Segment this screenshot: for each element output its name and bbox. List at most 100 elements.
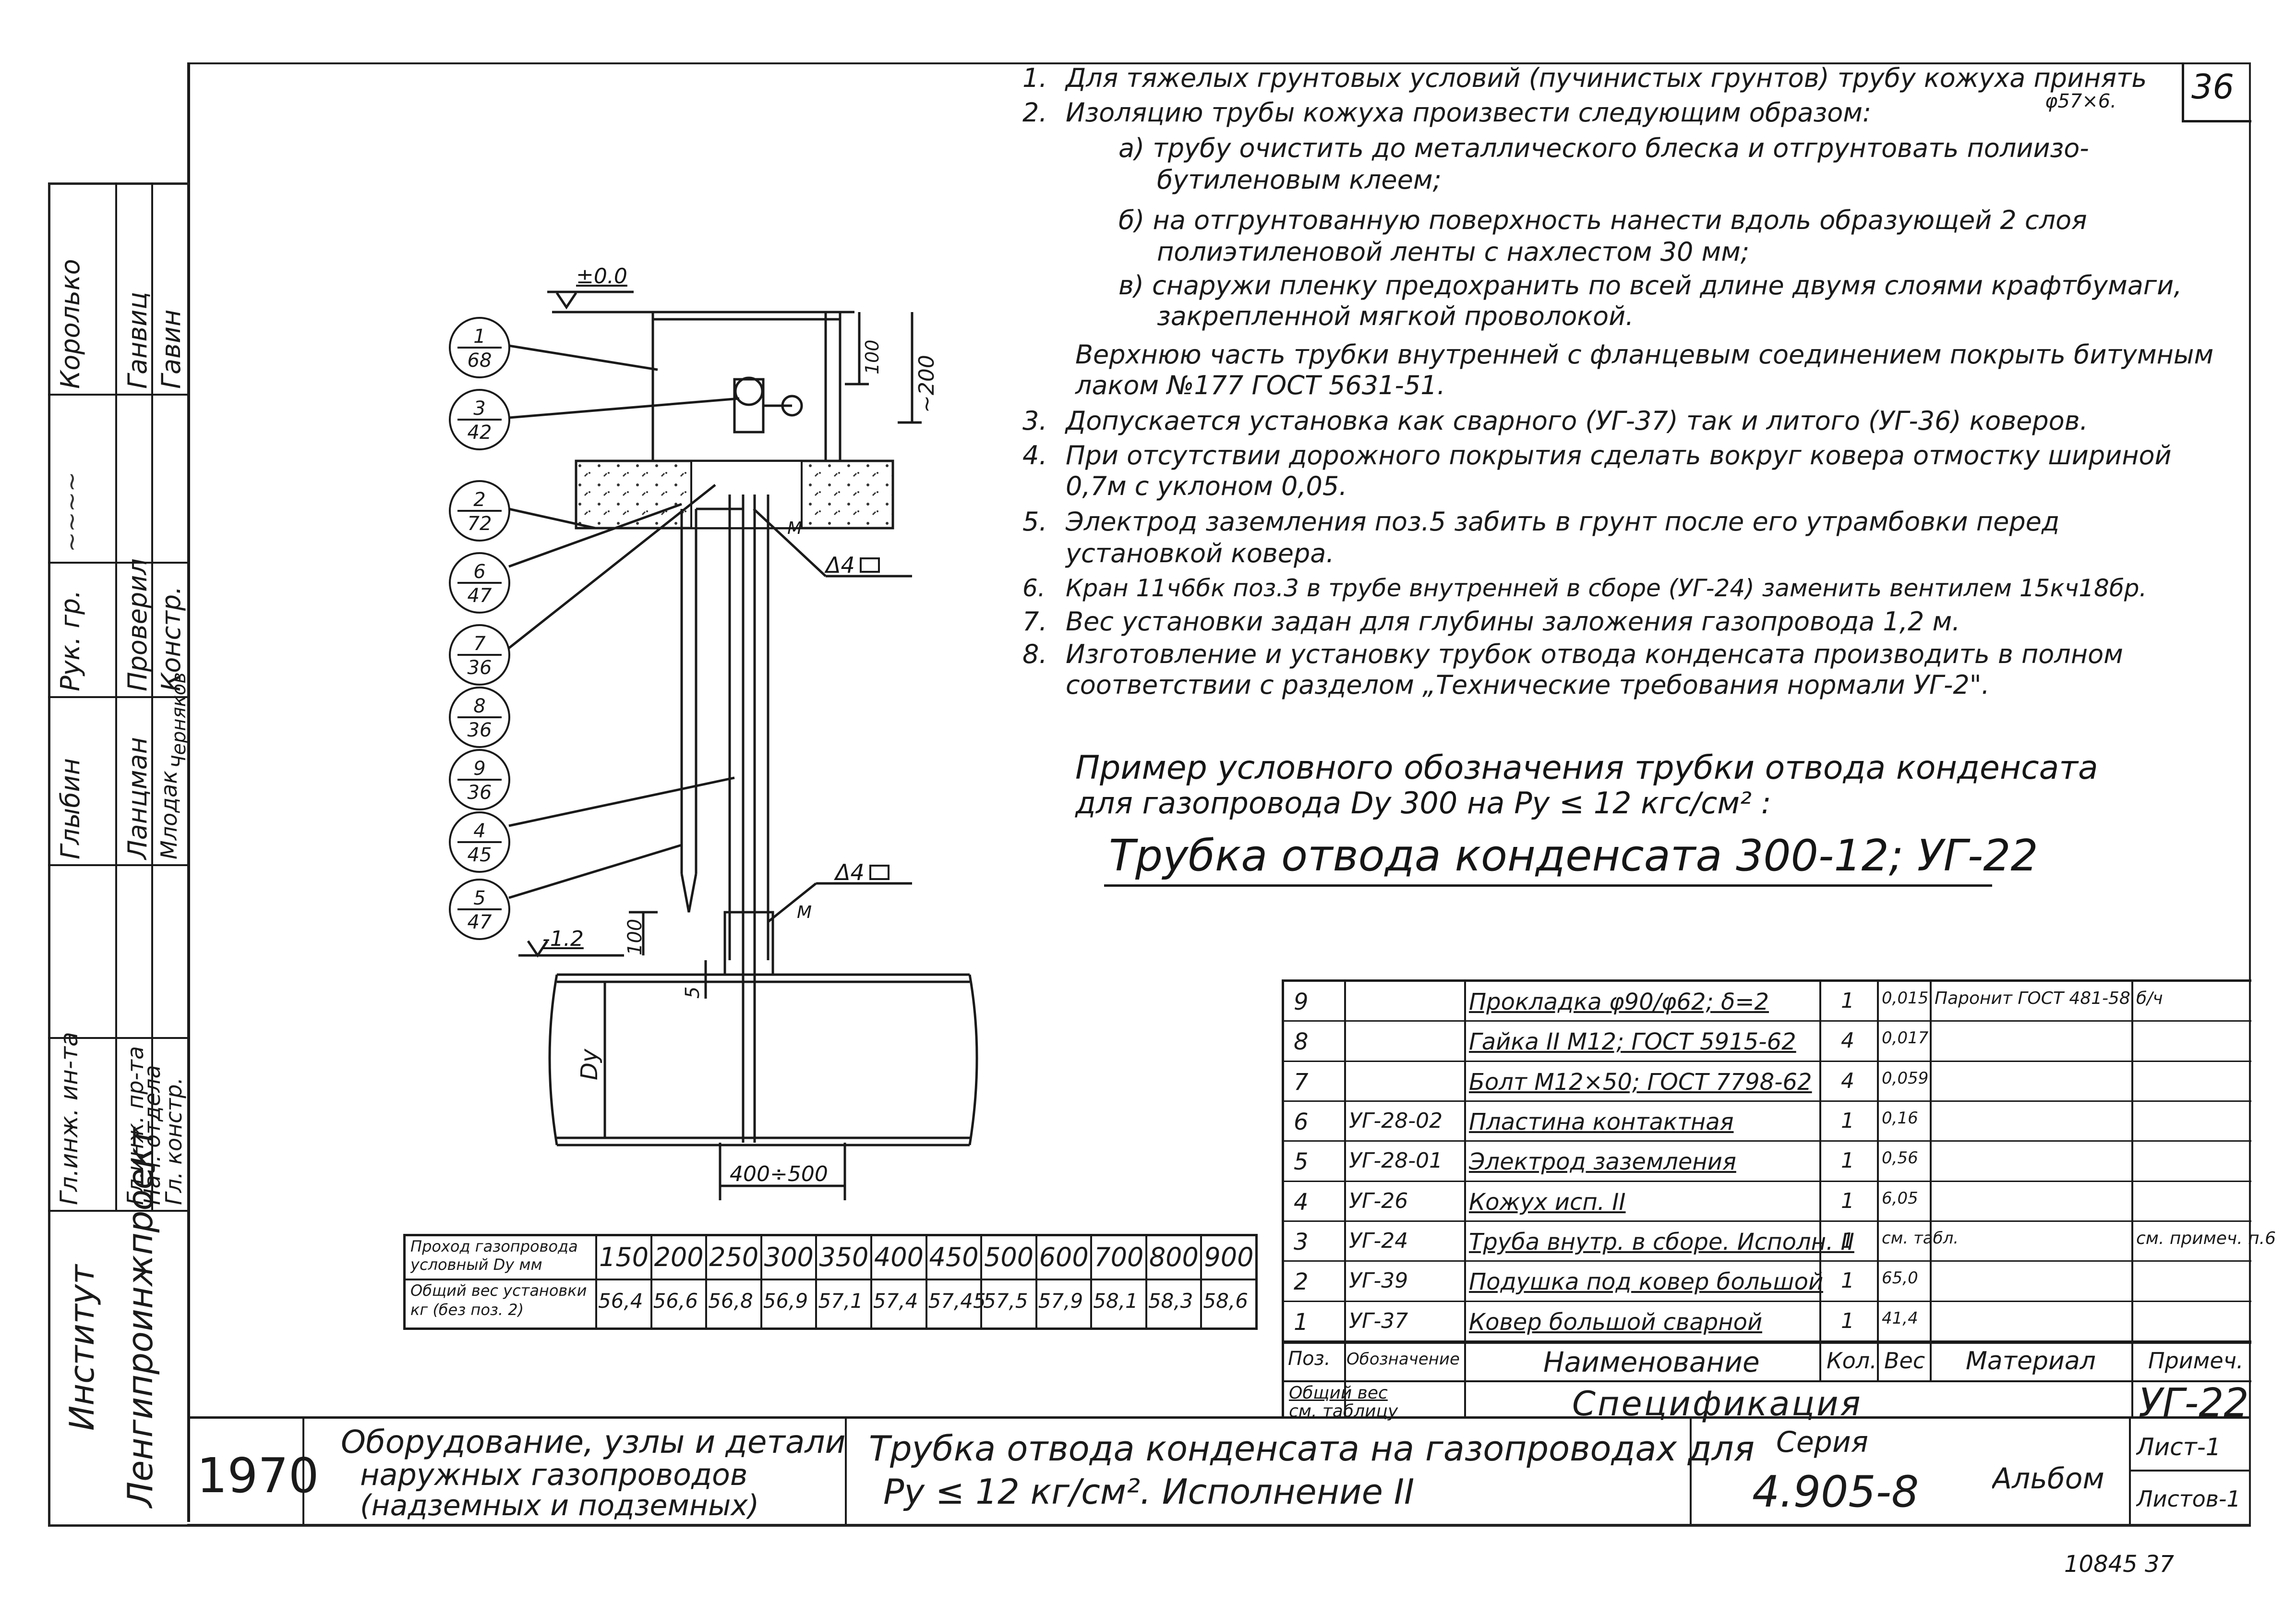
- note-6: 6.Кран 11ч6бк поз.3 в трубе внутренней в…: [1022, 574, 2147, 602]
- tb-sheet: Лист-1: [2136, 1433, 2221, 1461]
- weight-table-col-line: [925, 1236, 927, 1327]
- spec-cell-note: б/ч: [2136, 989, 2163, 1008]
- spec-header-top: [1284, 1342, 2251, 1344]
- archive-stamp: 10845 37: [2064, 1551, 2175, 1578]
- dim-100-bottom: 100: [624, 918, 646, 955]
- spec-cell-pos: 2: [1294, 1268, 1309, 1296]
- spec-cell-weight: 65,0: [1882, 1268, 1918, 1288]
- weight-table-col-line: [595, 1236, 597, 1327]
- spec-total-weight-a: Общий вес: [1289, 1383, 1388, 1403]
- spec-row-line: [1284, 1180, 2251, 1182]
- spec-cell-pos: 9: [1294, 989, 1309, 1015]
- spec-cell-pos: 5: [1294, 1148, 1309, 1176]
- spec-row-line: [1284, 1060, 2251, 1062]
- spec-cell-pos: 7: [1294, 1068, 1309, 1096]
- weight-table-row2-label-b: кг (без поз. 2): [410, 1301, 524, 1319]
- side-row-line-4: [48, 864, 187, 866]
- weight-table-weight: 56,6: [653, 1289, 698, 1313]
- note-2d: Верхнюю часть трубки внутренней с фланце…: [1075, 339, 2214, 370]
- spec-cell-code: УГ-24: [1349, 1229, 1408, 1253]
- weight-table-col-line: [815, 1236, 817, 1327]
- weight-table-col-line: [1035, 1236, 1037, 1327]
- tb-col-4: [2129, 1419, 2131, 1524]
- weight-table-row1-label-b: условный Dу мм: [410, 1255, 542, 1274]
- weight-table-col-line: [980, 1236, 983, 1327]
- spec-cell-weight: 0,16: [1882, 1109, 1918, 1128]
- spec-cell-qty: 1: [1841, 989, 1854, 1013]
- weight-table-col-line: [870, 1236, 872, 1327]
- spec-header-weight: Вес: [1884, 1348, 1925, 1374]
- spec-cell-pos: 1: [1294, 1308, 1309, 1336]
- weight-table-row2-label-a: Общий вес установки: [410, 1281, 587, 1300]
- spec-row-line: [1284, 1260, 2251, 1262]
- weight-table-mid: [406, 1279, 1255, 1280]
- dim-100-top: 100: [862, 339, 883, 374]
- tb-subject-3: (надземных и подземных): [360, 1489, 759, 1522]
- spec-row-line: [1284, 1220, 2251, 1222]
- note-1-extra: φ57×6.: [2045, 90, 2116, 112]
- tb-title-1: Трубка отвода конденсата на газопроводах…: [869, 1428, 1755, 1469]
- weight-table-weight: 56,4: [598, 1289, 643, 1313]
- tb-year: 1970: [197, 1448, 319, 1504]
- weight-table-col-line: [1200, 1236, 1202, 1327]
- level-top-label: ±0.0: [576, 264, 627, 289]
- note-2d-cont: лаком №177 ГОСТ 5631-51.: [1075, 370, 1445, 400]
- weld-label-1: Δ4: [826, 552, 880, 578]
- spec-header-material: Материал: [1966, 1347, 2096, 1376]
- weight-table-diameter: 350: [819, 1242, 869, 1272]
- weight-table-weight: 57,1: [818, 1289, 863, 1313]
- spec-row-line: [1284, 1100, 2251, 1102]
- tb-album: Альбом: [1992, 1462, 2104, 1496]
- spec-cell-name: Ковер большой сварной: [1469, 1308, 1763, 1336]
- tb-subject-2: наружных газопроводов: [360, 1457, 748, 1492]
- dim-5: 5: [682, 986, 704, 999]
- note-5-cont: установкой ковера.: [1066, 538, 1334, 568]
- weight-table-diameter: 150: [599, 1242, 649, 1272]
- side-block: [48, 182, 190, 1527]
- spec-cell-code: УГ-37: [1349, 1308, 1408, 1333]
- weld-label-2: Δ4: [835, 859, 890, 885]
- weight-table-diameter: 700: [1094, 1242, 1144, 1272]
- spec-cell-name: Труба внутр. в сборе. Исполн. II: [1469, 1229, 1854, 1255]
- note-2: 2.Изоляцию трубы кожуха произвести следу…: [1022, 97, 1872, 128]
- note-5: 5.Электрод заземления поз.5 забить в гру…: [1022, 507, 2060, 537]
- weight-table-col-line: [705, 1236, 708, 1327]
- spec-cell-weight: 0,015: [1882, 989, 1929, 1008]
- weight-table-weight: 56,9: [763, 1289, 808, 1313]
- spec-cell-weight: 0,017: [1882, 1028, 1929, 1048]
- weight-table-diameter: 250: [709, 1242, 759, 1272]
- weight-table-diameter: 200: [654, 1242, 704, 1272]
- note-1: 1.Для тяжелых грунтовых условий (пучинис…: [1022, 63, 2147, 93]
- spec-cell-pos: 3: [1294, 1229, 1309, 1255]
- example-underline: [1104, 884, 1992, 887]
- note-2c: в) снаружи пленку предохранить по всей д…: [1118, 270, 2182, 301]
- spec-header-code: Обозначение: [1346, 1350, 1460, 1369]
- note-3: 3.Допускается установка как сварного (УГ…: [1022, 406, 2088, 436]
- weight-table-diameter: 900: [1204, 1242, 1254, 1272]
- spec-cell-weight: см. табл.: [1882, 1229, 1959, 1248]
- spec-cell-qty: 4: [1841, 1028, 1854, 1053]
- spec-cell-note: см. примеч. п.6: [2136, 1229, 2276, 1248]
- frame-left-border: [187, 62, 190, 1522]
- spec-cell-name: Болт М12×50; ГОСТ 7798-62: [1469, 1068, 1812, 1096]
- level-bottom-label: -1.2: [542, 927, 584, 951]
- tb-sheets: Листов-1: [2136, 1486, 2241, 1512]
- weight-table-row1-label-a: Проход газопровода: [410, 1237, 578, 1255]
- spec-cell-code: УГ-39: [1349, 1268, 1408, 1293]
- weight-table: Проход газопровода условный Dу мм Общий …: [403, 1234, 1258, 1330]
- spec-header-pos: Поз.: [1288, 1348, 1331, 1370]
- spec-cell-qty: 4: [1841, 1068, 1854, 1093]
- weight-table-diameter: 400: [874, 1242, 924, 1272]
- spec-cell-code: УГ-28-01: [1349, 1148, 1443, 1173]
